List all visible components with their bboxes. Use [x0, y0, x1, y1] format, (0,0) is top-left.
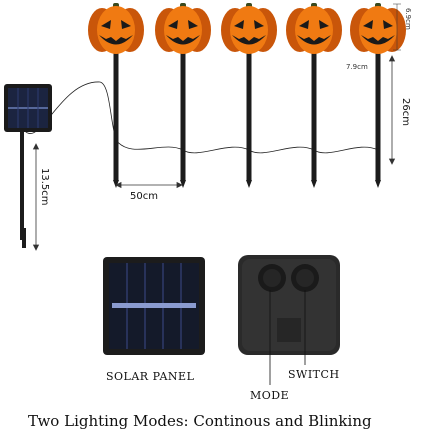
stake [246, 52, 252, 180]
stake [180, 52, 186, 180]
stake-tip [375, 180, 381, 188]
stakes [113, 52, 381, 188]
stake-tip [246, 180, 252, 188]
stake [113, 52, 119, 180]
battery-box [238, 255, 340, 385]
stake-tip [311, 180, 317, 188]
dimension-arrows [32, 3, 401, 251]
pumpkin [155, 3, 211, 54]
switch-label: SWITCH [288, 368, 340, 381]
solar-panel-closeup [103, 257, 205, 355]
solar-panel-label: SOLAR PANEL [106, 370, 195, 383]
panel-stake-height-label: 13.5cm [39, 168, 50, 206]
stake-tip [180, 180, 186, 188]
wire-path [23, 81, 379, 154]
pumpkin [88, 3, 144, 54]
spacing-label: 50cm [130, 191, 158, 202]
stake [375, 52, 381, 180]
stake-tip [113, 180, 119, 188]
pumpkin-height-label: 6.9cm [404, 8, 412, 30]
stake-height-label: 26cm [400, 98, 411, 126]
lighting-modes-caption: Two Lighting Modes: Continous and Blinki… [28, 412, 372, 430]
stake [311, 52, 317, 180]
connecting-wire [23, 81, 379, 154]
pumpkin-width-label: 7.9cm [346, 63, 368, 71]
mode-label: MODE [250, 389, 290, 402]
pumpkin [350, 3, 406, 54]
pumpkin [286, 3, 342, 54]
pumpkin-lights [88, 3, 406, 54]
small-solar-panel [4, 84, 52, 248]
pumpkin [221, 3, 277, 54]
